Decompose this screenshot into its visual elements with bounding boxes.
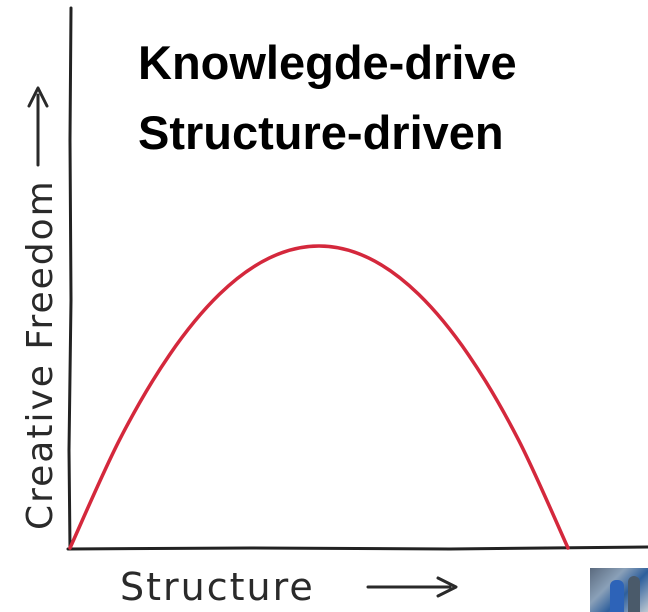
x-axis-arrow xyxy=(366,576,458,598)
slide-title-line-2: Structure-driven xyxy=(138,106,504,159)
axis-labels: Structure Creative Freedom xyxy=(20,86,458,609)
person-figure xyxy=(628,576,640,612)
x-axis-line xyxy=(66,545,648,551)
plot-area xyxy=(68,244,570,550)
series-line-0 xyxy=(68,244,570,550)
x-axis-label: Structure xyxy=(120,565,315,609)
y-axis-arrow xyxy=(27,86,49,167)
person-figure xyxy=(610,580,624,612)
corner-photo-thumbnail xyxy=(590,568,648,612)
y-axis-label: Creative Freedom xyxy=(20,179,61,530)
slide-title-line-1: Knowlegde-drive xyxy=(138,36,517,89)
y-axis-line xyxy=(67,6,73,551)
chart-axes xyxy=(66,6,648,551)
